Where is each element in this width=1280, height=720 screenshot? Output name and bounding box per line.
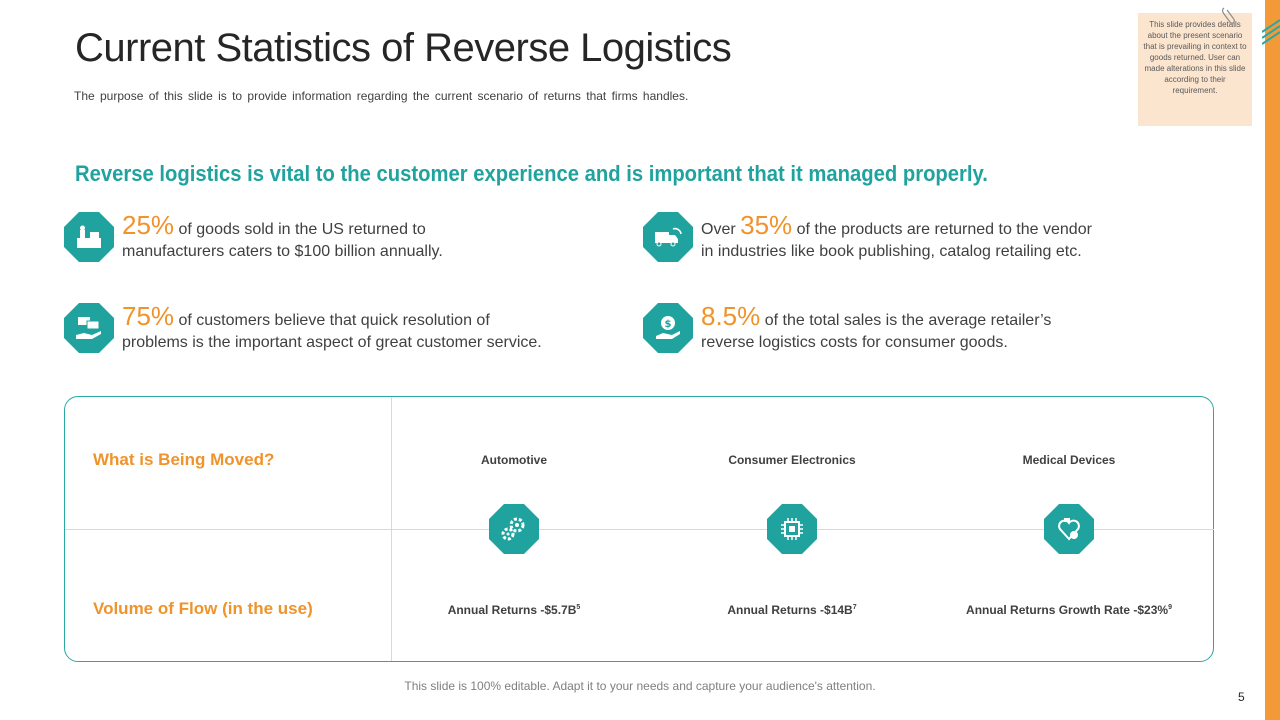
stat-line-2: manufacturers caters to $100 billion ann… (122, 243, 443, 260)
row-label-what-moved: What is Being Moved? (93, 450, 275, 469)
stat-item-3: 75% of customers believe that quick reso… (122, 303, 602, 354)
page-subtitle: The purpose of this slide is to provide … (74, 89, 689, 103)
page-number: 5 (1238, 690, 1245, 704)
stat-line-1: 75% of customers believe that quick reso… (122, 303, 602, 332)
stat-text-1: of the total sales is the average retail… (760, 312, 1052, 329)
value-text: Annual Returns -$14B (727, 603, 853, 617)
stat-item-2: Over 35% of the products are returned to… (701, 212, 1181, 263)
footer-note: This slide is 100% editable. Adapt it to… (404, 679, 876, 693)
column-head-automotive: Automotive (481, 453, 547, 467)
stat-item-4: 8.5% of the total sales is the average r… (701, 303, 1181, 354)
value-medical-devices: Annual Returns Growth Rate -$23%9 (929, 603, 1209, 617)
sticky-note: This slide provides details about the pr… (1138, 13, 1252, 126)
stat-value: 35% (740, 210, 793, 240)
stat-value: 75% (122, 301, 175, 331)
footnote-marker: 5 (576, 604, 581, 611)
side-accent-bar (1265, 0, 1280, 720)
page-title: Current Statistics of Reverse Logistics (75, 26, 732, 70)
stat-prefix: Over (701, 221, 741, 238)
column-head-consumer-electronics: Consumer Electronics (728, 453, 856, 467)
stat-text-1: of goods sold in the US returned to (174, 221, 426, 238)
stat-text-1: of the products are returned to the vend… (792, 221, 1092, 238)
customer-service-icon (64, 303, 114, 353)
stat-text-1: of customers believe that quick resoluti… (174, 312, 490, 329)
row-label-volume-flow: Volume of Flow (in the use) (93, 599, 313, 618)
stat-value: 8.5% (701, 301, 761, 331)
value-text: Annual Returns -$5.7B (447, 603, 577, 617)
stat-line-1: 8.5% of the total sales is the average r… (701, 303, 1181, 332)
footnote-marker: 9 (1168, 604, 1172, 611)
heart-pill-icon (1044, 504, 1094, 554)
value-automotive: Annual Returns -$5.7B5 (374, 603, 654, 617)
top-right-stripes (1261, 18, 1280, 48)
stat-line-2: in industries like book publishing, cata… (701, 243, 1082, 260)
stat-value: 25% (122, 210, 175, 240)
stat-line-1: Over 35% of the products are returned to… (701, 212, 1181, 241)
sticky-note-text: This slide provides details about the pr… (1143, 20, 1247, 95)
paperclip-icon (1220, 6, 1236, 31)
value-text: Annual Returns Growth Rate -$23% (966, 603, 1169, 617)
stat-line-2: problems is the important aspect of grea… (122, 334, 542, 351)
table-row-divider (65, 529, 1214, 530)
return-truck-icon (643, 212, 693, 262)
gears-icon (489, 504, 539, 554)
stat-line-1: 25% of goods sold in the US returned to (122, 212, 602, 241)
stat-line-2: reverse logistics costs for consumer goo… (701, 334, 1008, 351)
store-counter-icon (64, 212, 114, 262)
svg-text:$: $ (665, 319, 672, 330)
footnote-marker: 7 (852, 604, 857, 611)
money-hand-icon: $ (643, 303, 693, 353)
value-consumer-electronics: Annual Returns -$14B7 (652, 603, 932, 617)
column-head-medical-devices: Medical Devices (1022, 453, 1116, 467)
chip-icon (767, 504, 817, 554)
key-message: Reverse logistics is vital to the custom… (75, 161, 988, 186)
stat-item-1: 25% of goods sold in the US returned to … (122, 212, 602, 263)
